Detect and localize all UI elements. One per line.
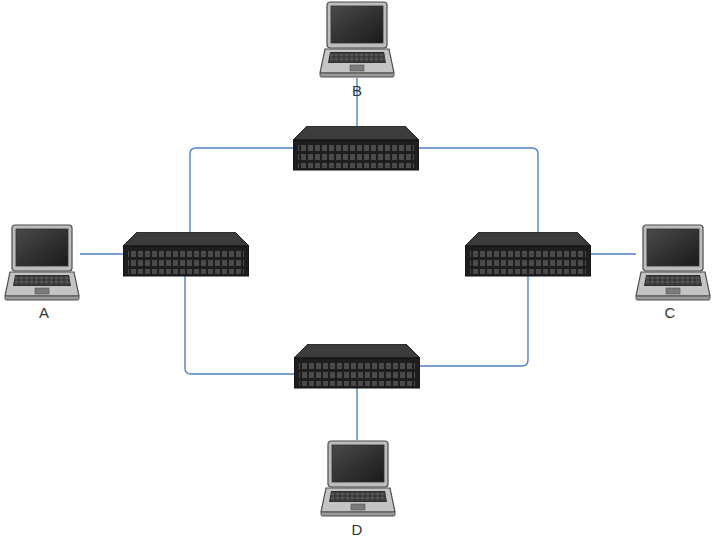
laptop-node: A xyxy=(2,222,86,321)
cable xyxy=(190,148,294,234)
network-switch xyxy=(293,126,419,170)
cable xyxy=(80,253,124,254)
node-label: D xyxy=(352,522,363,538)
laptop-icon xyxy=(321,441,395,516)
node-label: C xyxy=(665,305,676,321)
laptop-node: B xyxy=(310,0,404,99)
cable xyxy=(356,388,357,440)
cable xyxy=(418,148,538,234)
laptop-icon xyxy=(320,2,394,77)
cable xyxy=(185,276,296,374)
network-switch xyxy=(123,232,249,276)
node-label: B xyxy=(352,83,362,99)
laptop-icon xyxy=(636,225,710,300)
laptops xyxy=(5,2,710,516)
node-label: A xyxy=(39,305,49,321)
network-switch xyxy=(294,344,420,388)
laptop-node: C xyxy=(628,222,712,321)
cable xyxy=(418,276,528,366)
switches xyxy=(123,126,591,388)
network-switch xyxy=(465,232,591,276)
laptop-node: D xyxy=(310,438,404,538)
laptop-icon xyxy=(5,225,79,300)
network-cables xyxy=(80,78,636,440)
cable xyxy=(590,253,636,254)
